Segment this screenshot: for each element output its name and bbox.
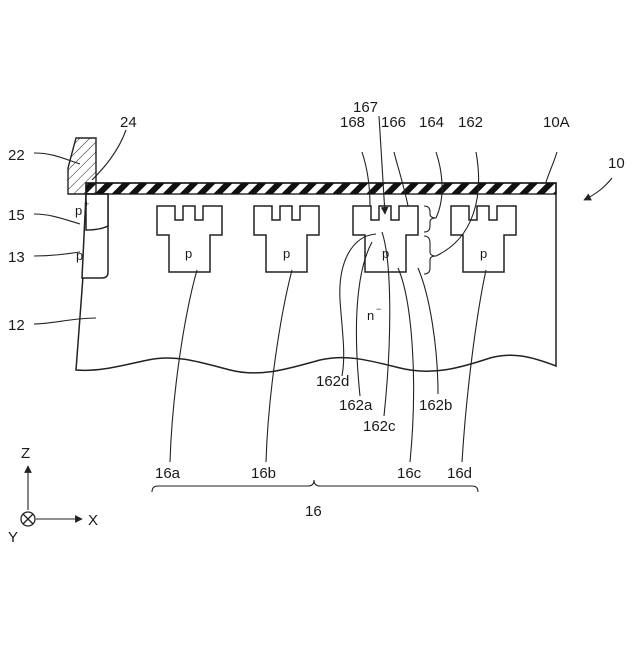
- region-label-16d: p: [480, 246, 487, 261]
- axis-label-x: X: [88, 512, 98, 529]
- region-label-n-minus-sup: −: [376, 304, 381, 314]
- label-162: 162: [458, 114, 483, 131]
- region-label-n-minus: n: [367, 308, 374, 323]
- p-plus-region-15: [86, 194, 108, 230]
- electrode-22: [68, 138, 96, 194]
- region-label-p-plus: p: [75, 203, 82, 218]
- label-12: 12: [8, 317, 25, 334]
- region-label-p-plus-sup: +: [84, 199, 89, 209]
- region-label-16b: p: [283, 246, 290, 261]
- insulating-film-24: [86, 183, 556, 194]
- region-label-16a: p: [185, 246, 192, 261]
- label-13: 13: [8, 249, 25, 266]
- brace-16: [152, 480, 478, 492]
- label-24: 24: [120, 114, 137, 131]
- label-10A: 10A: [543, 114, 570, 131]
- axis-label-z: Z: [21, 445, 30, 462]
- leader-13: [34, 252, 80, 256]
- region-label-p-well: p: [76, 248, 83, 263]
- axis-label-y: Y: [8, 529, 18, 546]
- label-16c: 16c: [397, 465, 422, 482]
- label-166: 166: [381, 114, 406, 131]
- label-162b: 162b: [419, 397, 452, 414]
- arrow-10: [584, 178, 612, 200]
- label-16a: 16a: [155, 465, 181, 482]
- label-16d: 16d: [447, 465, 472, 482]
- leader-15: [34, 214, 80, 224]
- label-15: 15: [8, 207, 25, 224]
- label-16: 16: [305, 503, 322, 520]
- label-164: 164: [419, 114, 444, 131]
- label-16b: 16b: [251, 465, 276, 482]
- label-162a: 162a: [339, 397, 373, 414]
- axis-y-into-page-icon: [21, 512, 35, 526]
- label-162d: 162d: [316, 373, 349, 390]
- label-22: 22: [8, 147, 25, 164]
- leader-24: [92, 130, 126, 180]
- label-10: 10: [608, 155, 625, 172]
- leader-10A: [546, 152, 557, 182]
- label-162c: 162c: [363, 418, 396, 435]
- label-168: 168: [340, 114, 365, 131]
